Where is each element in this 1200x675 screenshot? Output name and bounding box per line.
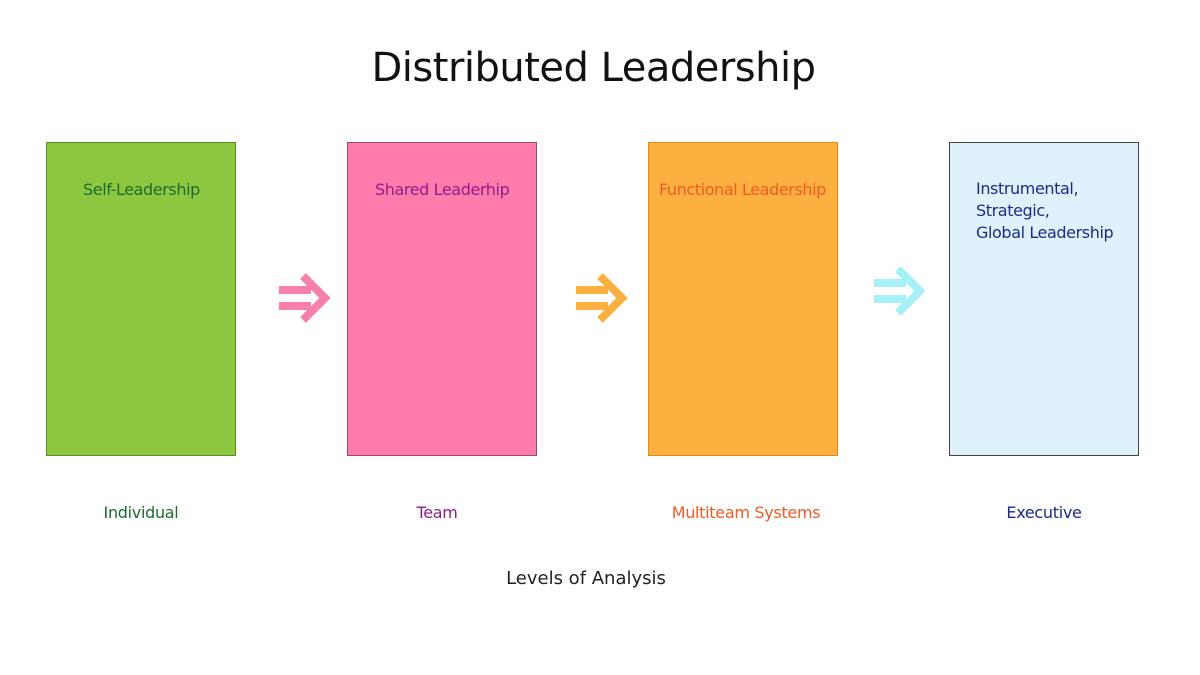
stage-box-label: Self-Leadership: [83, 180, 200, 199]
right-double-arrow-icon: [874, 266, 926, 316]
level-label-individual: Individual: [103, 503, 179, 522]
levels-of-analysis-caption: Levels of Analysis: [506, 568, 666, 589]
right-double-arrow-icon: [279, 273, 331, 323]
stage-box-functional-leadership: Functional Leadership: [648, 142, 838, 456]
stage-box-label: Shared Leaderhip: [375, 180, 510, 199]
level-label-team: Team: [416, 503, 458, 522]
level-label-multiteam-systems: Multiteam Systems: [671, 503, 821, 522]
stage-box-shared-leadership: Shared Leaderhip: [347, 142, 537, 456]
stage-box-label: Instrumental, Strategic, Global Leadersh…: [976, 179, 1114, 242]
stage-box-self-leadership: Self-Leadership: [46, 142, 236, 456]
right-double-arrow-icon: [576, 273, 628, 323]
level-label-executive: Executive: [1006, 503, 1082, 522]
stage-box-label: Functional Leadership: [659, 180, 826, 199]
stage-box-global-leadership: Instrumental, Strategic, Global Leadersh…: [949, 142, 1139, 456]
diagram-title: Distributed Leadership: [371, 45, 816, 91]
